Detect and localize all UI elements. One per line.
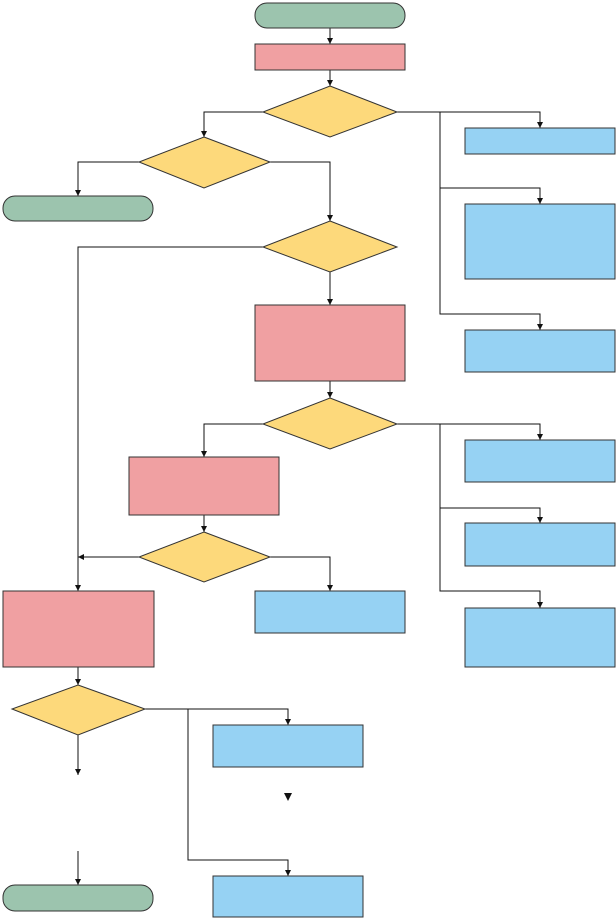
connector-decision3-process4: [75, 246, 263, 591]
blue-box-right-6: [464, 607, 616, 668]
decision-3: [261, 220, 399, 273]
blue-box-right-5: [464, 522, 616, 567]
process-step-2: [254, 304, 406, 382]
decision-4: [261, 397, 399, 450]
stray-arrowhead: [284, 793, 292, 801]
connectors: [75, 28, 543, 885]
blue-box-right-2: [464, 203, 616, 280]
process-step-4: [2, 590, 155, 668]
connector-decision4-process3: [201, 423, 263, 457]
connector-decision1-blue-r2: [439, 112, 543, 204]
connector-decision1-blue-r1: [397, 111, 543, 128]
connector-decision2-decision3: [270, 161, 333, 221]
end-terminal-bottom: [2, 884, 154, 912]
process-step-3: [128, 456, 280, 516]
blue-box-bottom-2: [212, 875, 364, 918]
connector-decision5-blue-mid: [270, 556, 333, 591]
connector-decision6-blue-b1: [145, 708, 291, 725]
connector-decision6-blue-b2: [187, 709, 291, 876]
blue-box-right-4: [464, 439, 616, 483]
end-terminal-left: [2, 195, 154, 222]
connector-decision1-decision2: [201, 111, 263, 137]
decision-1: [261, 85, 399, 138]
blue-box-middle: [254, 590, 406, 634]
blue-box-right-1: [464, 127, 616, 155]
process-step-1: [254, 43, 406, 71]
decision-6: [10, 684, 147, 736]
decision-5: [137, 531, 272, 583]
connector-decision4-blue-r4: [397, 423, 543, 440]
blue-box-bottom-1: [212, 724, 364, 768]
decision-2: [137, 136, 272, 189]
connector-decision2-end-left: [75, 161, 139, 196]
blue-box-right-3: [464, 329, 616, 373]
start-terminal: [254, 2, 406, 29]
connector-decision1-blue-r3: [439, 188, 543, 330]
connector-decision4-blue-r5: [439, 424, 543, 523]
connector-decision4-blue-r6: [439, 508, 543, 608]
